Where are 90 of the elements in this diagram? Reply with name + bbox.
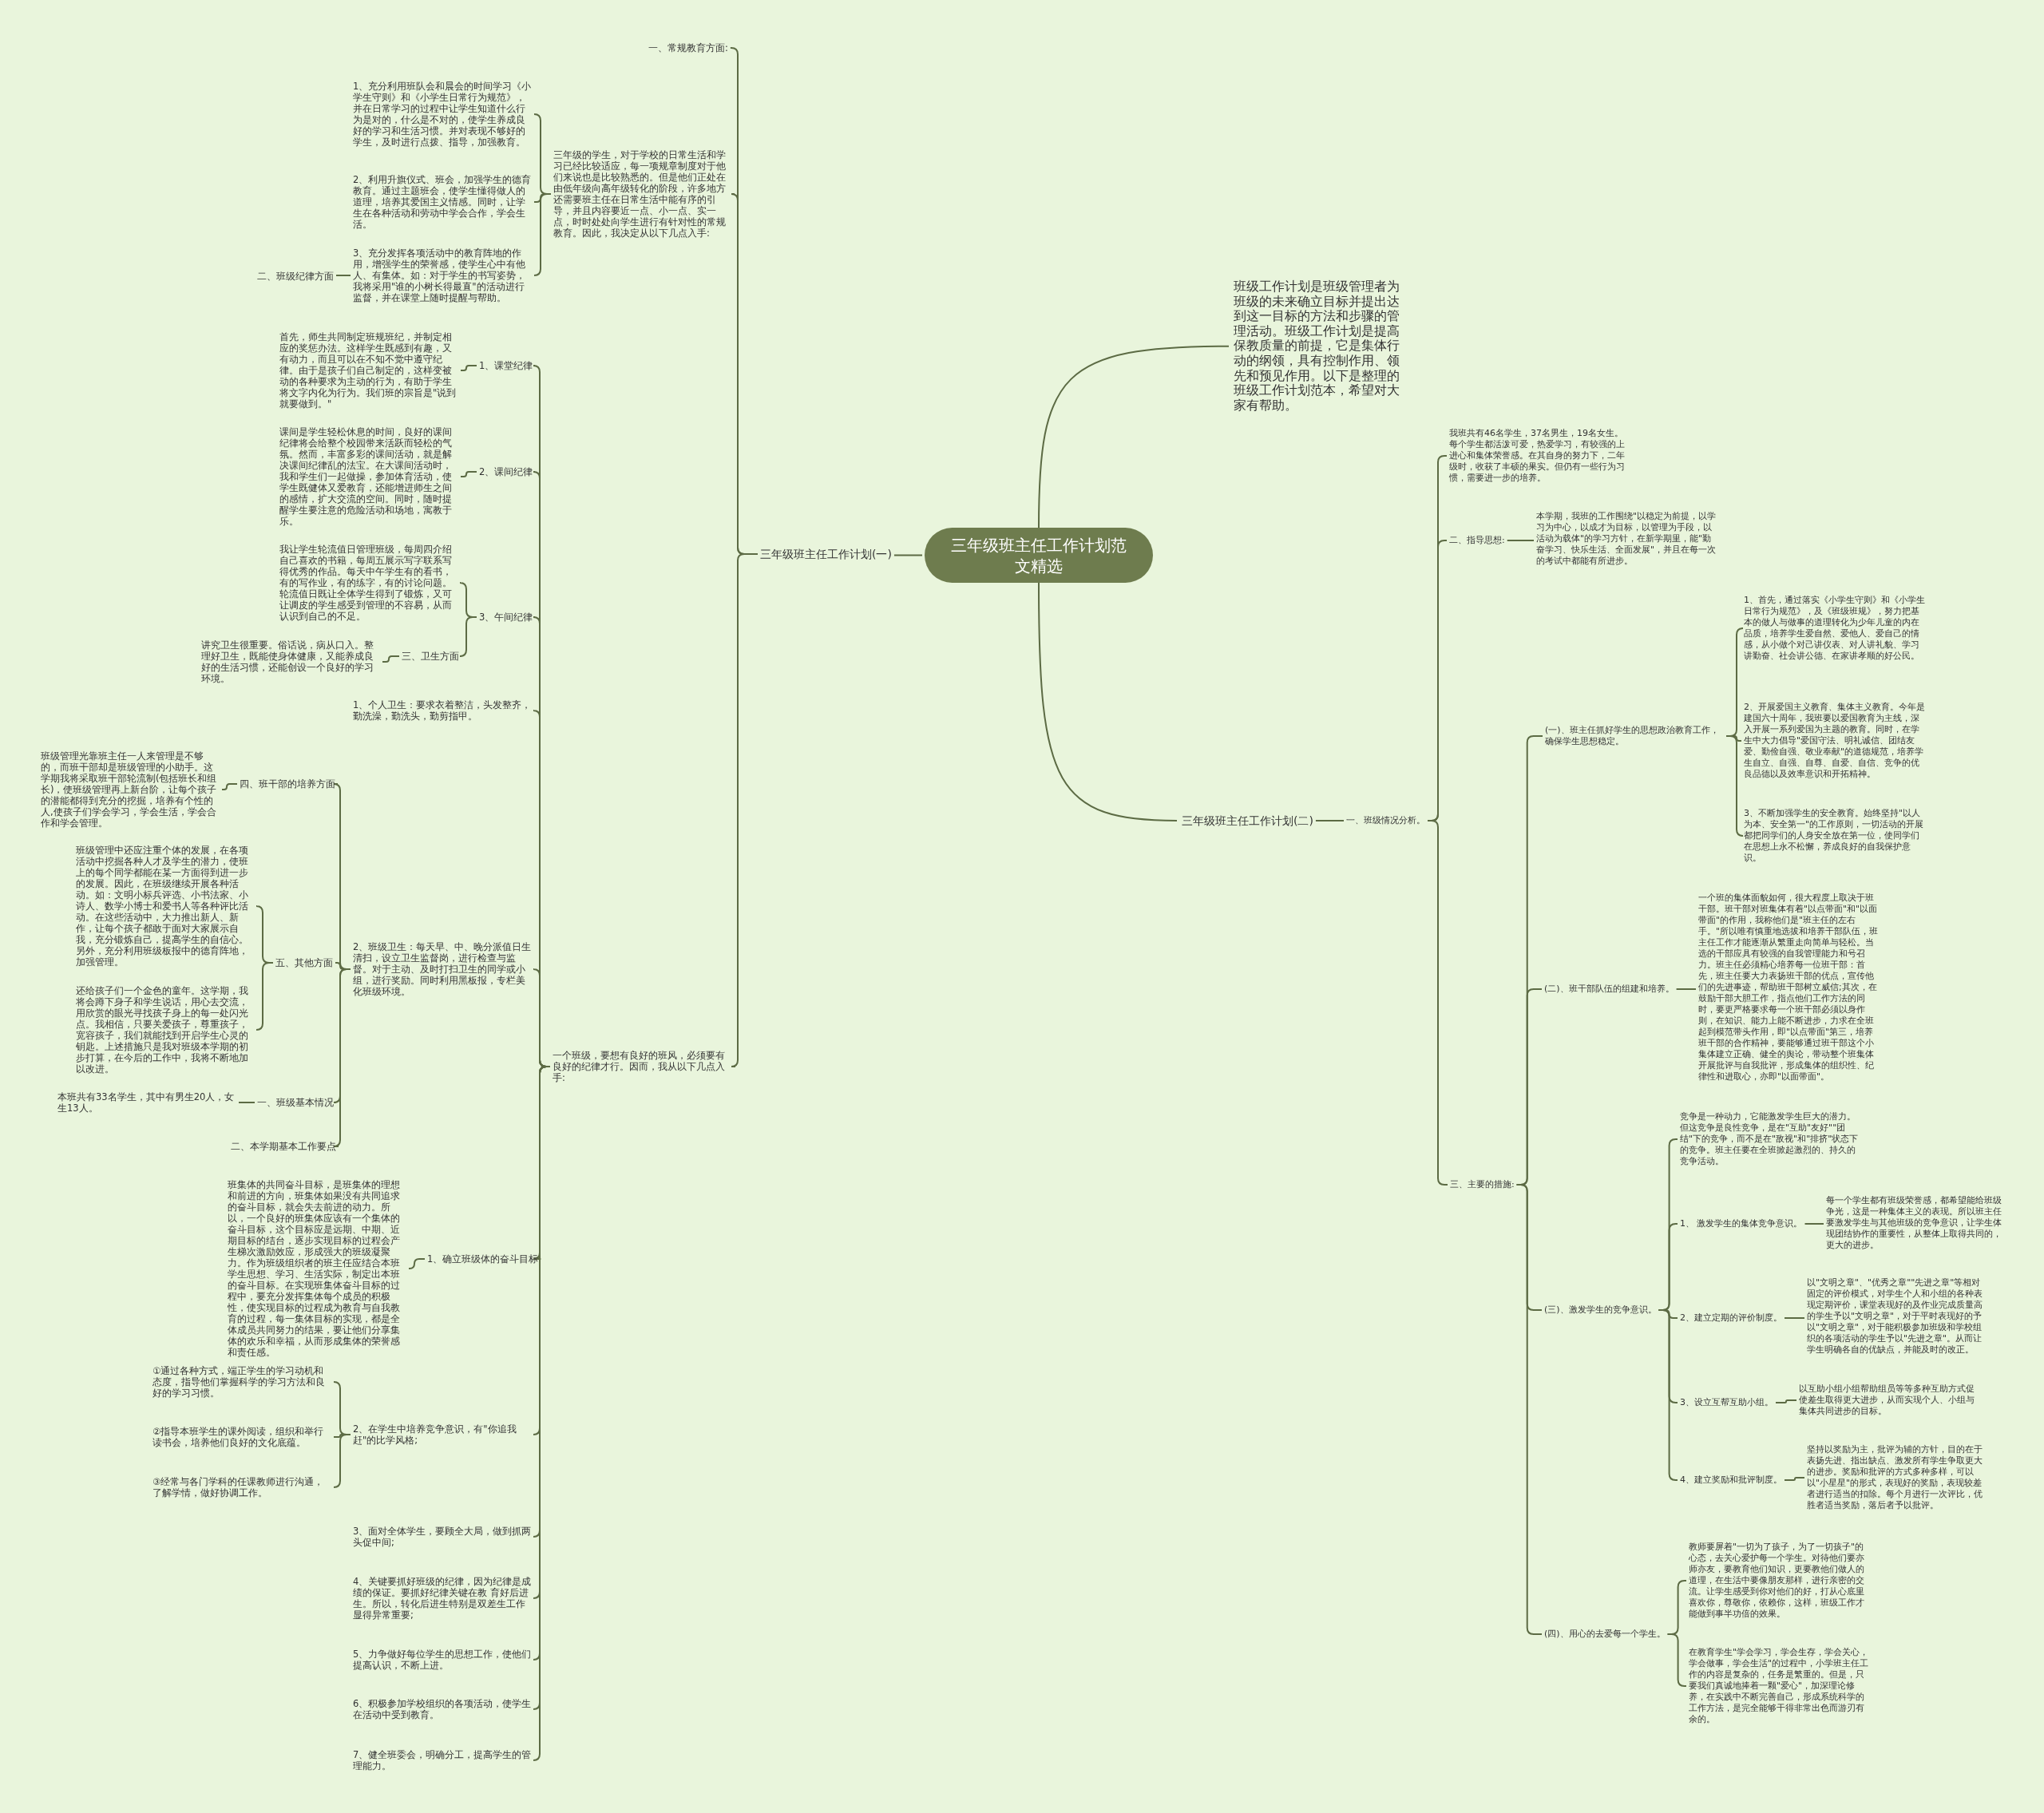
note-text: 2、在学生中培养竞争意识，有"你追我赶"的比学风格; [353, 1423, 532, 1446]
note-text: 本班共有33名学生，其中有男生20人，女生13人。 [57, 1091, 236, 1114]
connector-line [1658, 1309, 1678, 1481]
note-text: 2、班级卫生：每天早、中、晚分派值日生清扫，设立卫生监督岗，进行检查与监督。对于主动、及时打扫卫生的同学或小组，进行奖励。同时利用黑板报，专栏美化班级环境。 [353, 941, 532, 997]
topic-label: 3、设立互帮互助小组。 [1680, 1397, 1773, 1408]
topic-label: 一、班级情况分析。 [1346, 815, 1425, 826]
branch-title: 三年级班主任工作计划(二) [1182, 813, 1313, 828]
note-text: 讲究卫生很重要。俗话说，病从口入。整理好卫生，既能使身体健康，又能养成良好的生活习惯，还能创设一个良好的学习环境。 [201, 639, 380, 684]
connector-line [460, 471, 477, 477]
connector-line [1038, 582, 1178, 821]
connector-line [221, 783, 238, 790]
note-text: 我班共有46名学生，37名男生，19名女生。每个学生都活泼可爱，热爱学习，有较强的上进心和集体荣誉感。在其自身的努力下，二年级时，收获了丰硕的果实。但仍有一些行为习惯，需要进一步的培养。 [1449, 428, 1631, 484]
note-text: 1、个人卫生：要求衣着整洁，头发整齐，勤洗澡，勤洗头，勤剪指甲。 [353, 699, 532, 722]
connector-line [1675, 988, 1697, 990]
note-text: 课间是学生轻松休息的时间，良好的课间纪律将会给整个校园带来活跃而轻松的气氛。然而，丰富多彩的课间活动，就是解决课间纪律乱的法宝。在大课间活动时，我和学生们一起做操，参加体育活动，使学生既健体又爱教育，还能增进师生之间的感情，扩大交流的空间。同时，随时提醒学生要注意的危险活动和场地，寓教于乐。 [279, 426, 458, 527]
topic-label: 四、班干部的培养方面 [240, 778, 335, 790]
note-text: 在教育学生"学会学习，学会生存，学会关心，学会做事，学会生活"的过程中，小学班主任工作的内容是复杂的，任务是繁重的。但是，只要我们真诚地捧着一颗"爱心"，加深理论修养，在实践中不断完善自己，形成系统科学的工作方法，是完全能够干得非常出色而游刃有余的。 [1689, 1647, 1869, 1725]
connector-line [1804, 1223, 1824, 1225]
note-text: 以"文明之章"、"优秀之章""先进之章"等相对固定的评价模式，对学生个人和小组的各种表现定期评价，课堂表现好的及作业完成质量高的学生予以"文明之章"，对于平时表现好的予以"文明之章"，对于能积极参加班级和学校组织的各项活动的学生予以"先进之章"。从而让学生明确各自的优缺点，并能及时的改正。 [1807, 1277, 1987, 1356]
note-text: ①通过各种方式，端正学生的学习动机和态度，指导他们掌握科学的学习方法和良好的学习习惯。 [153, 1365, 331, 1399]
note-text: 以互助小组小组帮助组员等等多种互助方式促使差生取得更大进步，从而实现个人、小组与集体共同进步的目标。 [1799, 1384, 1979, 1417]
connector-line [1725, 735, 1744, 837]
note-text: 5、力争做好每位学生的思想工作，使他们提高认识，不断上进。 [353, 1649, 532, 1671]
note-text: 3、面对全体学生，要顾全大局，做到抓两头促中间; [353, 1526, 532, 1548]
note-text: 3、充分发挥各项活动中的教育阵地的作用，增强学生的荣誉感，使学生心中有他人、有集体。如：对于学生的书写姿势，我将采用"谁的小树长得最直"的活动进行监督，并在课堂上随时提醒与帮助。 [353, 247, 532, 303]
connector-line [238, 1102, 256, 1103]
connector-line [1314, 820, 1345, 821]
topic-label: 一、班级基本情况 [257, 1097, 334, 1108]
connector-line [731, 553, 759, 1067]
note-text: 2、利用升旗仪式、班会，加强学生的德育教育。通过主题班会，使学生懂得做人的道理，培养其爱国主义情感。同时，让学生在各种活动和劳动中学会合作，学会生活。 [353, 174, 532, 230]
note-text: 7、健全班委会，明确分工，提高学生的管理能力。 [353, 1749, 532, 1771]
connector-line [382, 655, 400, 663]
intro-text: 班级工作计划是班级管理者为班级的未来确立目标并提出达到这一目标的方法和步骤的管理活动。班级工作计划是提高保教质量的前提，它是集体行动的纲领，具有控制作用、领先和预见作用。以下是整理的班级工作计划范本，希望对大家有帮助。 [1234, 279, 1404, 414]
note-text: ③经常与各门学科的任课教师进行沟通，了解学情，做好协调工作。 [153, 1476, 331, 1498]
note-text: 班级管理光靠班主任一人来管理是不够的，而班干部却是班级管理的小助手。这学期我将采取班干部轮流制(包括班长和组长)，使班级管理再上新台阶，让每个孩子的潜能都得到充分的挖掘，培养有个性的人,使孩子们学会学习，学会生活，学会合作和学会管理。 [41, 750, 220, 829]
connector-line [1775, 1399, 1797, 1403]
topic-label: 三、主要的措施: [1450, 1179, 1515, 1190]
note-text: 教师要屏着"一切为了孩子，为了一切孩子"的心态，去关心爱护每一个学生。对待他们要亦师亦友，要教育他们知识，更要教他们做人的道理，在生活中要像朋友那样，进行亲密的交流。让学生感受到你对他们的好，打从心底里喜欢你，尊敬你，依赖你，这样，班级工作才能做到事半功倍的效果。 [1689, 1542, 1869, 1620]
topic-label: 1、 激发学生的集体竞争意识。 [1680, 1218, 1803, 1229]
connector-line [893, 554, 923, 556]
note-text: 2、开展爱国主义教育、集体主义教育。今年是建国六十周年，我班要以爱国教育为主线，深入开展一系列爱国为主题的教育。同时，在学生中大力倡导"爱国守法、明礼诚信、团结友爱、勤俭自强、敬业奉献"的道德规范，培养学生自立、自强、自尊、自爱、自信、竞争的优良品德以及效率意识和开拓精神。 [1744, 702, 1926, 780]
note-text: 6、积极参加学校组织的各项活动，使学生在活动中受到教育。 [353, 1698, 532, 1720]
note-text: 首先，师生共同制定班规班纪，并制定相应的奖惩办法。这样学生既感到有趣，又有动力，而且可以在不知不觉中遵守纪律。由于是孩子们自己制定的，这样变被动的各种要求为主动的行为，有助于学生将文字内化为行为。我们班的宗旨是"说到就要做到。" [279, 331, 458, 410]
topic-label: 2、课间纪律 [479, 466, 533, 477]
connector-line [256, 962, 274, 1031]
note-text: 三年级的学生，对于学校的日常生活和学习已经比较适应，每一项规章制度对于他们来说也是比较熟悉的。但是他们正处在由低年级向高年级转化的阶段，许多地方还需要班主任在日常生活中能有序的引导，并且内容要近一点、小一点、实一点，时时处处向学生进行有针对性的常规教育。因此，我决定从以下几点入手: [553, 149, 732, 239]
connector-line [533, 193, 552, 276]
topic-label: 4、建立奖励和批评制度。 [1680, 1475, 1782, 1486]
topic-label: 五、其他方面 [275, 957, 333, 968]
connector-line [460, 365, 477, 371]
note-text: (一)、班主任抓好学生的思想政治教育工作，确保学生思想稳定。 [1545, 725, 1724, 747]
branch-title: 三年级班主任工作计划(一) [760, 547, 892, 561]
note-text: 还给孩子们一个金色的童年。这学期，我将会蹲下身子和学生说话，用心去交流，用欣赏的眼光寻找孩子身上的每一处闪光点。我相信，只要关爱孩子，尊重孩子，宽容孩子，我们就能找到开启学生心灵的钥匙。上述措施只是我对班级本学期的初步打算，在今后的工作中，我将不断地加以改进。 [76, 985, 255, 1075]
note-text: 班级管理中还应注重个体的发展，在各项活动中挖掘各种人才及学生的潜力，使班上的每个同学都能在某一方面得到进一步的发展。因此，在班级继续开展各种活动。如：文明小标兵评选、小书法家、小诗人、数学小博士和爱书人等各种评比活动。在这些活动中，大力推出新人、新作，让每个孩子都敢于面对大家展示自我，充分锻炼自己，提高学生的自信心。另外，充分利用班级板报中的德育阵地，加强管理。 [76, 845, 255, 968]
connector-line [1784, 1317, 1805, 1319]
connector-line [459, 616, 477, 657]
topic-label: 1、课堂纪律 [479, 360, 533, 371]
topic-label: 二、本学期基本工作要点 [231, 1141, 336, 1152]
note-text: 我让学生轮流值日管理班级，每周四介绍自己喜欢的书籍，每周五展示写字联系写得优秀的作品。每天中午学生有的看书，有的写作业，有的练字，有的讨论问题。轮流值日既让全体学生得到了锻炼，又可让调皮的学生感受到管理的不容易，从而认识到自己的不足。 [279, 544, 458, 622]
note-text: 坚持以奖励为主，批评为辅的方针，目的在于表扬先进、指出缺点、激发所有学生争取更大的进步。奖励和批评的方式多种多样，可以以"小星星"的形式，表现好的奖励，表现较差者进行适当的扣除。每个月进行一次评比，优胜者适当奖励，落后者予以批评。 [1807, 1444, 1987, 1511]
topic-label: 3、午间纪律 [479, 612, 533, 623]
topic-label: 一、常规教育方面: [648, 42, 728, 53]
topic-label: (三)、激发学生的竞争意识。 [1544, 1304, 1657, 1316]
note-text: 一个班级，要想有良好的班风，必须要有良好的纪律才行。因而，我从以下几点入手: [553, 1050, 733, 1083]
central-topic: 三年级班主任工作计划范文精选 [925, 528, 1153, 583]
note-text: 一个班的集体面貌如何，很大程度上取决于班干部。班干部对班集体有着"以点带面"和"以面带面"的作用，我称他们是"班主任的左右手。"所以唯有慎重地选拔和培养干部队伍，班主任工作才能逐渐从繁重走向简单与轻松。当选的干部应具有较强的自我管理能力和号召力。班主任必须精心培养每一位班干部：首先，班主任要大力表扬班干部的优点，宣传他们的先进事迹，帮助班干部树立威信;其次，在鼓励干部大胆工作，指点他们工作方法的同时，要更严格要求每一个班干部必须以身作则，在知识、能力上能不断进步，力求在全班起到模范带头作用，即"以点带面"第三，培养班干部的合作精神，要能够通过班干部这个小集体建立正确、健全的舆论，带动整个班集体开展批评与自我批评，形成集体的组织性、纪律性和进取心，亦即"以面带面"。 [1698, 893, 1879, 1083]
note-text: 1、充分利用班队会和晨会的时间学习《小学生守则》和《小学生日常行为规范》，并在日常学习的过程中让学生知道什么行为是对的，什么是不对的，使学生养成良好的学习和生活习惯。并对表现不够好的学生，及时进行点拨、指导，加强教育。 [353, 81, 532, 148]
topic-label: 二、班级纪律方面 [257, 271, 334, 282]
topic-label: 1、确立班级体的奋斗目标 [427, 1253, 539, 1265]
connector-line [333, 1434, 351, 1488]
connector-line [335, 275, 351, 276]
topic-label: 二、指导思想: [1449, 535, 1505, 546]
topic-label: (二)、班干部队伍的组建和培养。 [1544, 984, 1674, 995]
connector-line [408, 1258, 426, 1269]
topic-label: 三、卫生方面 [402, 651, 459, 662]
note-text: ②指导本班学生的课外阅读，组织和举行读书会，培养他们良好的文化底蕴。 [153, 1426, 331, 1448]
note-text: 竞争是一种动力，它能激发学生巨大的潜力。但这竞争是良性竞争，是在"互助"友好""团结"下的竞争，而不是在"敌视"和"排挤"状态下的竞争。班主任要在全班掀起激烈的、持久的竞争活动。 [1680, 1111, 1860, 1167]
topic-label: (四)、用心的去爱每一个学生。 [1544, 1629, 1666, 1640]
note-text: 1、首先，通过落实《小学生守则》和《小学生日常行为规范》，及《班级班规》，努力把基本的做人与做事的道理转化为少年儿童的内在品质，培养学生爱自然、爱他人、爱自己的情感，从小做个对己讲仪表、对人讲礼貌、学习讲勤奋、社会讲公德、在家讲孝顺的好公民。 [1744, 595, 1926, 662]
connector-line [333, 968, 351, 1147]
connector-line [1038, 345, 1230, 528]
note-text: 本学期，我班的工作围绕"以稳定为前提，以学习为中心，以成才为目标，以管理为手段，以活动为载体"的学习方针，在新学期里，能"勤奋学习、快乐生活、全面发展"，并且在每一次的考试中都能有所进步。 [1536, 511, 1717, 567]
connector-line [1784, 1477, 1805, 1481]
note-text: 3、不断加强学生的安全教育。始终坚持"以人为本、安全第一"的工作原则，一切活动的开展都把同学们的人身安全放在第一位，使同学们在思想上永不松懈，养成良好的自我保护意识。 [1744, 808, 1926, 864]
connector-line [1666, 1633, 1687, 1687]
topic-label: 2、建立定期的评价制度。 [1680, 1312, 1782, 1324]
note-text: 4、关键要抓好班级的纪律，因为纪律是成绩的保证。要抓好纪律关键在教 育好后进生。所以，转化后进生特别是双差生工作显得异常重要; [353, 1576, 532, 1621]
connector-line [1506, 540, 1535, 541]
note-text: 每一个学生都有班级荣誉感，都希望能给班级争光，这是一种集体主义的表现。所以班主任要激发学生与其他班级的竞争意识，让学生体现团结协作的重要性，从整体上取得共同的，更大的进步。 [1826, 1195, 2006, 1251]
note-text: 班集体的共同奋斗目标，是班集体的理想和前进的方向，班集体如果没有共同追求的奋斗目标，就会失去前进的动力。所以，一个良好的班集体应该有一个集体的奋斗目标，这个目标应是远期、中期、近期目标的结台，逐步实现目标的过程会产生梯次激励效应，形成强大的班级凝聚力。作为班级组织者的班主任应结合本班学生思想、学习、生活实际，制定出本班的奋斗目标。在实现班集体奋斗目标的过程中，要充分发挥集体每个成员的积极性，使实现目标的过程成为教育与自我教育的过程，每一集体目标的实现，都是全体成员共同努力的结果，要让他们分享集体的欢乐和幸福，从而形成集体的荣誉感和责任感。 [228, 1179, 406, 1358]
